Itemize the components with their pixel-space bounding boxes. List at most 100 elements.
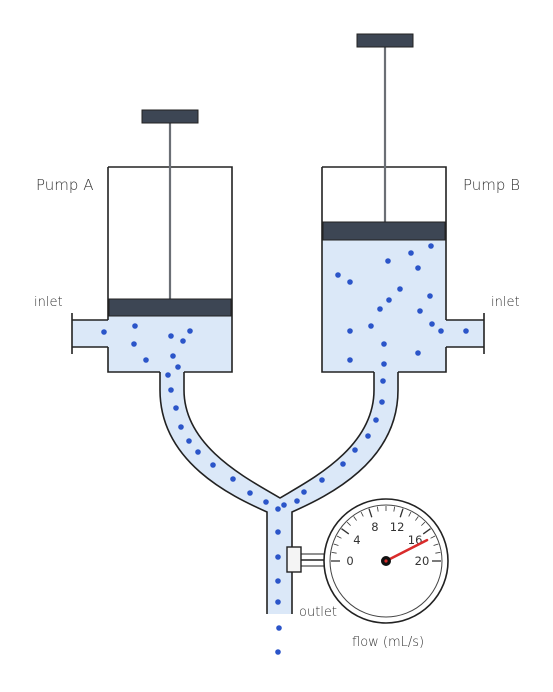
gauge-tick-label: 4: [353, 533, 360, 547]
fluid-particle: [173, 405, 179, 411]
fluid-particle: [275, 599, 281, 605]
gauge-minor-tick: [430, 535, 436, 539]
gauge-minor-tick: [408, 511, 412, 517]
fluid-particle: [319, 477, 325, 483]
gauge-minor-tick: [433, 543, 439, 546]
pump-b-handle: [356, 33, 414, 48]
fluid-particle: [281, 502, 287, 508]
y-wall-right: [291, 372, 399, 614]
fluid-particle: [386, 297, 392, 303]
fluid-particle: [175, 364, 181, 370]
fluid-particle: [365, 433, 371, 439]
gauge-tick-label: 12: [390, 520, 405, 534]
fluid-particle: [210, 462, 216, 468]
pump-a: [71, 109, 233, 373]
fluid-particle: [408, 250, 414, 256]
fluid-particle: [180, 338, 186, 344]
fluid-particle: [347, 357, 353, 363]
gauge-minor-tick: [331, 552, 337, 554]
fluid-particle: [230, 476, 236, 482]
fluid-particle: [247, 490, 253, 496]
fluid-particle: [368, 323, 374, 329]
gauge-needle: [384, 538, 429, 563]
fluid-particle: [275, 529, 281, 535]
gauge-face: [329, 504, 443, 618]
fluid-particle: [415, 265, 421, 271]
fluid-particle: [385, 258, 391, 264]
fluid-particle: [347, 279, 353, 285]
fluid-particle: [347, 328, 353, 334]
fluid-particle: [275, 506, 281, 512]
gauge-hub-dot: [384, 559, 388, 563]
fluid-particle: [275, 649, 281, 655]
fluid-particle: [195, 449, 201, 455]
fluid-particle: [428, 243, 434, 249]
fluid-particle: [373, 417, 379, 423]
gauge-caption: flow (mL/s): [352, 635, 424, 650]
gauge-major-tick: [422, 528, 431, 535]
gauge-tick-label: 20: [415, 554, 430, 568]
fluid-particle: [165, 372, 171, 378]
fluid-particle: [131, 341, 137, 347]
gauge-major-tick: [399, 508, 404, 518]
gauge-tick-label: 0: [346, 554, 353, 568]
fluid-particle: [438, 328, 444, 334]
gauge-minor-tick: [435, 552, 441, 554]
fluid-particle: [187, 328, 193, 334]
gauge-minor-tick: [393, 506, 395, 512]
pump-b-plunger: [322, 221, 446, 241]
pump-a-inlet-tube: [71, 313, 108, 354]
gauge-minor-tick: [377, 506, 379, 512]
fluid-particle: [178, 424, 184, 430]
fluid-particle: [186, 438, 192, 444]
pump-a-plunger: [108, 298, 232, 317]
gauge-minor-tick: [421, 521, 426, 526]
y-wall-inner: [183, 372, 375, 499]
pump-b: [321, 33, 485, 373]
fluid-particle: [463, 328, 469, 334]
outlet-label: outlet: [299, 605, 337, 620]
gauge-minor-tick: [415, 516, 419, 521]
gauge-tick-label: 8: [371, 520, 378, 534]
fluid-particle: [263, 499, 269, 505]
y-wall-left: [159, 372, 268, 614]
fluid-particle: [275, 578, 281, 584]
fluid-particle: [301, 489, 307, 495]
inlet-label-right: inlet: [491, 295, 520, 310]
fluid-particle: [417, 308, 423, 314]
fluid-particle: [335, 272, 341, 278]
fluid-particle: [352, 447, 358, 453]
y-connector: [159, 372, 399, 614]
gauge-minor-tick: [333, 543, 339, 546]
fluid-particle: [429, 321, 435, 327]
fluid-particle: [143, 357, 149, 363]
pump-b-label: Pump B: [463, 176, 520, 194]
gauge-tick-marks: [331, 506, 441, 562]
fluid-particle: [132, 323, 138, 329]
fluid-particle: [427, 293, 433, 299]
fluid-particle: [101, 329, 107, 335]
gauge-major-tick: [368, 508, 373, 518]
fluid-particle: [340, 461, 346, 467]
gauge-minor-tick: [336, 535, 342, 539]
pump-a-handle: [141, 109, 199, 124]
pump-b-inlet-tube: [446, 313, 485, 354]
gauge-minor-tick: [360, 511, 364, 517]
fluid-particle: [275, 554, 281, 560]
fluid-particle: [380, 378, 386, 384]
fluid-particle: [381, 341, 387, 347]
gauge-minor-tick: [346, 521, 351, 526]
inlet-label-left: inlet: [34, 295, 63, 310]
fluid-particle: [168, 333, 174, 339]
fluid-particle: [415, 350, 421, 356]
particles: [101, 243, 469, 655]
pump-a-fluid: [108, 316, 232, 372]
fluid-particle: [168, 387, 174, 393]
fluid-particle: [377, 306, 383, 312]
meter-sensor-block: [286, 546, 302, 573]
fluid-particle: [294, 498, 300, 504]
pump-b-fluid: [322, 240, 446, 372]
fluid-particle: [379, 399, 385, 405]
